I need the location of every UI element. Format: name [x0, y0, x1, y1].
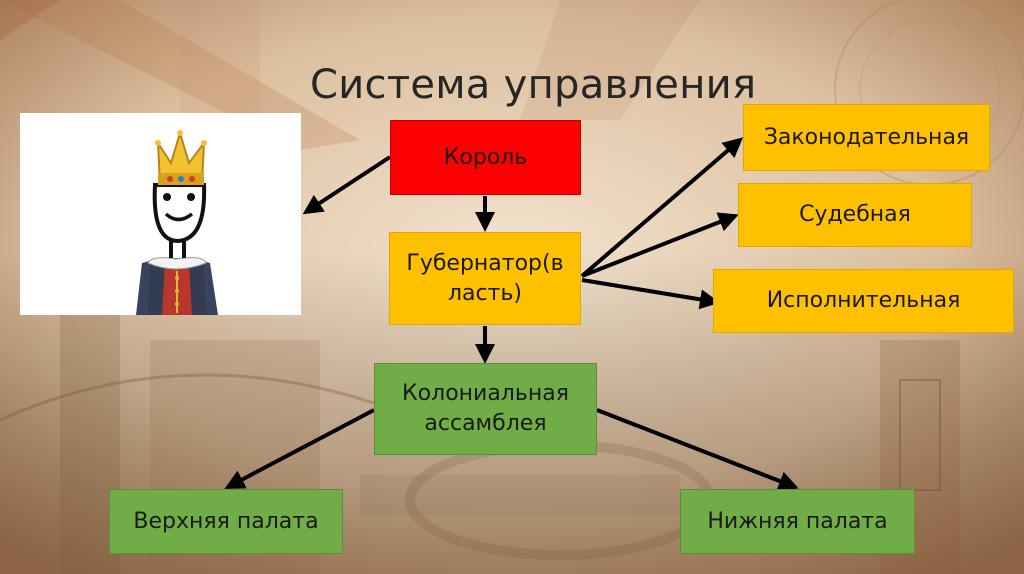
- node-colonial-assembly-label: Колониальная ассамблея: [402, 381, 569, 436]
- arrow-assembly-to-upper: [224, 408, 375, 489]
- arrow-governor-to-judicial: [581, 212, 739, 278]
- node-legislative: Законодательная: [743, 104, 990, 171]
- slide-title: Система управления: [310, 62, 757, 108]
- node-governor-label: Губернатор(в ласть): [406, 250, 564, 306]
- king-illustration: [20, 113, 301, 315]
- node-lower-house: Нижняя палата: [680, 489, 915, 554]
- node-colonial-assembly: Колониальная ассамблея: [374, 363, 597, 455]
- arrow-assembly-to-lower: [596, 408, 799, 491]
- node-upper-house: Верхняя палата: [109, 489, 343, 554]
- king-with-crown-icon: [136, 129, 218, 315]
- node-executive: Исполнительная: [713, 269, 1014, 333]
- arrow-king-to-picture: [302, 155, 392, 215]
- arrow-governor-to-executive: [581, 278, 720, 310]
- arrow-governor-to-legislative: [580, 137, 744, 278]
- node-king: Король: [390, 120, 581, 195]
- node-governor: Губернатор(в ласть): [389, 232, 581, 325]
- node-judicial: Судебная: [738, 183, 972, 247]
